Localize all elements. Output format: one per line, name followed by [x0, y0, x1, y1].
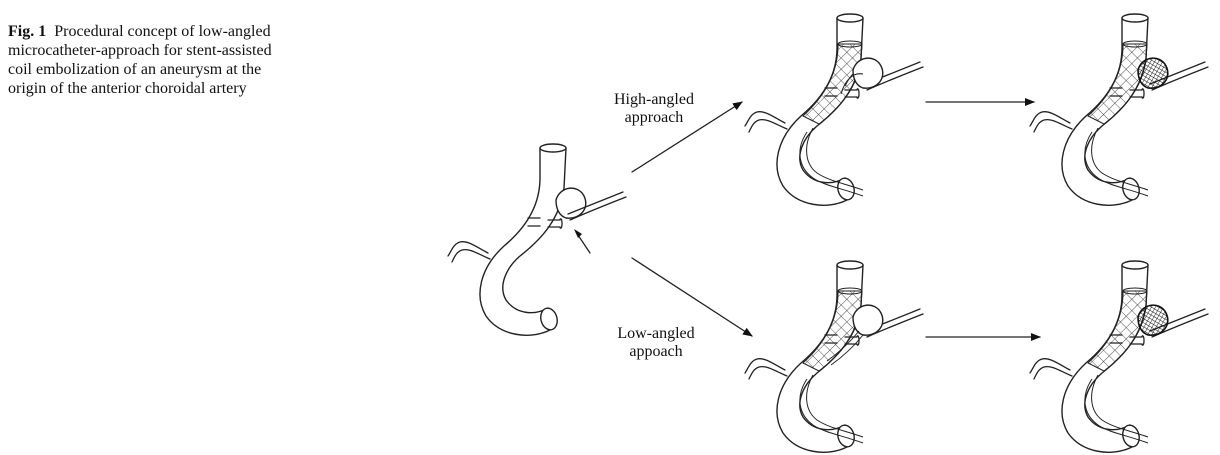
coil-mass-low	[1137, 304, 1169, 336]
label-low-angled-line2: appoach	[629, 343, 682, 360]
figure-number: Fig. 1	[8, 23, 47, 40]
label-low-angled-line1: Low-angled	[617, 325, 694, 342]
arrow-to-low-angled	[631, 257, 753, 337]
coil-mass-high	[1137, 57, 1169, 89]
figure-caption: Fig. 1 Procedural concept of low-angled …	[8, 22, 293, 98]
label-high-angled-line2: approach	[625, 109, 684, 126]
aneurysm-pointer-arrowhead	[574, 229, 582, 238]
caption-text: Procedural concept of low-angled microca…	[8, 23, 272, 97]
label-high-angled-line1: High-angled	[614, 91, 694, 108]
vessel-initial	[447, 143, 627, 336]
arrow-to-high-angled	[631, 101, 743, 173]
vessel-high-angled-coiled	[1029, 13, 1209, 206]
vessel-low-angled-stent	[744, 260, 924, 453]
vessel-low-angled-coiled	[1029, 260, 1209, 453]
vessel-high-angled-stent	[744, 13, 924, 206]
